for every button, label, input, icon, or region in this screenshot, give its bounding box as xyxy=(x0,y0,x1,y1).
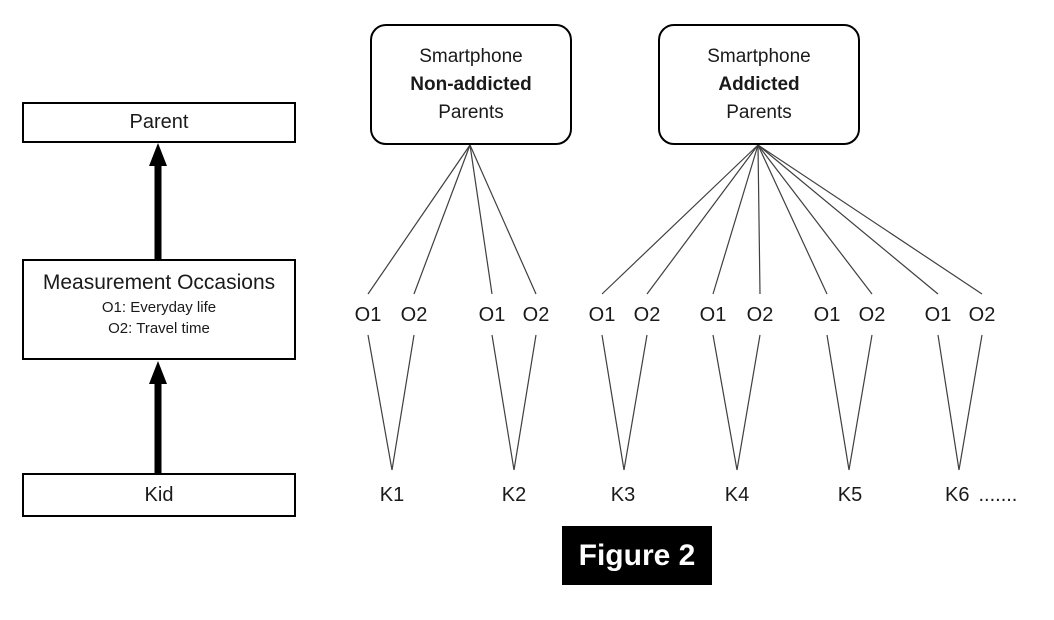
occasion2-definition: O2: Travel time xyxy=(108,320,210,337)
kid-label-k6-row: K6 ....... xyxy=(945,480,1017,510)
non-addicted-box-line3: Parents xyxy=(438,101,504,123)
addicted-parents-box: Smartphone Addicted Parents xyxy=(658,24,860,145)
fan-line xyxy=(367,144,471,295)
addicted-box-line1: Smartphone xyxy=(707,45,811,67)
converge-line xyxy=(958,334,983,471)
occasion-label: O2 xyxy=(400,304,428,326)
kid-label: K1 xyxy=(379,484,405,506)
non-addicted-box-line1: Smartphone xyxy=(419,45,523,67)
converge-line xyxy=(826,334,850,471)
converge-line xyxy=(491,334,515,471)
converge-line xyxy=(712,334,738,471)
non-addicted-parents-box: Smartphone Non-addicted Parents xyxy=(370,24,572,145)
parent-box-label: Parent xyxy=(129,111,189,133)
occasion-label: O1 xyxy=(354,304,382,326)
fan-line xyxy=(646,144,759,295)
addicted-box-line2: Addicted xyxy=(718,73,800,95)
converge-line xyxy=(367,334,393,471)
converge-line xyxy=(513,334,537,471)
up-arrow-icon xyxy=(149,361,167,473)
kid-box: Kid xyxy=(22,473,296,517)
fan-line xyxy=(757,144,761,295)
figure-caption-label: Figure 2 xyxy=(578,538,696,572)
converge-line xyxy=(848,334,873,471)
ellipsis-continuation: ....... xyxy=(978,484,1018,506)
non-addicted-box-line2: Non-addicted xyxy=(410,73,532,95)
measurement-occasions-box: Measurement Occasions O1: Everyday life … xyxy=(22,259,296,360)
kid-label: K2 xyxy=(501,484,527,506)
fan-line xyxy=(413,144,471,295)
occasion-label: O1 xyxy=(924,304,952,326)
kid-label: K6 xyxy=(945,484,970,506)
occasion-label: O2 xyxy=(522,304,550,326)
fan-line xyxy=(601,144,759,295)
occasion1-definition: O1: Everyday life xyxy=(101,299,217,316)
kid-label: K5 xyxy=(837,484,863,506)
fan-line xyxy=(469,144,493,295)
kid-label: K4 xyxy=(724,484,750,506)
converge-line xyxy=(623,334,648,471)
occasion-label: O1 xyxy=(588,304,616,326)
occasion-label: O1 xyxy=(478,304,506,326)
kid-box-label: Kid xyxy=(144,483,174,506)
occasion-label: O1 xyxy=(699,304,727,326)
occasion-label: O1 xyxy=(813,304,841,326)
fan-line xyxy=(757,144,873,295)
fan-line xyxy=(469,144,537,295)
fan-line xyxy=(712,144,759,295)
measurement-box-title: Measurement Occasions xyxy=(42,271,276,294)
up-arrow-icon xyxy=(149,143,167,259)
converge-line xyxy=(391,334,415,471)
occasion-label: O2 xyxy=(968,304,996,326)
occasion-label: O2 xyxy=(746,304,774,326)
occasion-label: O2 xyxy=(633,304,661,326)
converge-line xyxy=(601,334,625,471)
kid-label: K3 xyxy=(610,484,636,506)
converge-line xyxy=(736,334,761,471)
fan-line xyxy=(757,144,939,295)
figure-caption-box: Figure 2 xyxy=(562,526,712,585)
converge-line xyxy=(937,334,960,471)
fan-line xyxy=(757,144,983,295)
parent-box: Parent xyxy=(22,102,296,143)
addicted-box-line3: Parents xyxy=(726,101,792,123)
fan-line xyxy=(757,144,828,295)
occasion-label: O2 xyxy=(858,304,886,326)
